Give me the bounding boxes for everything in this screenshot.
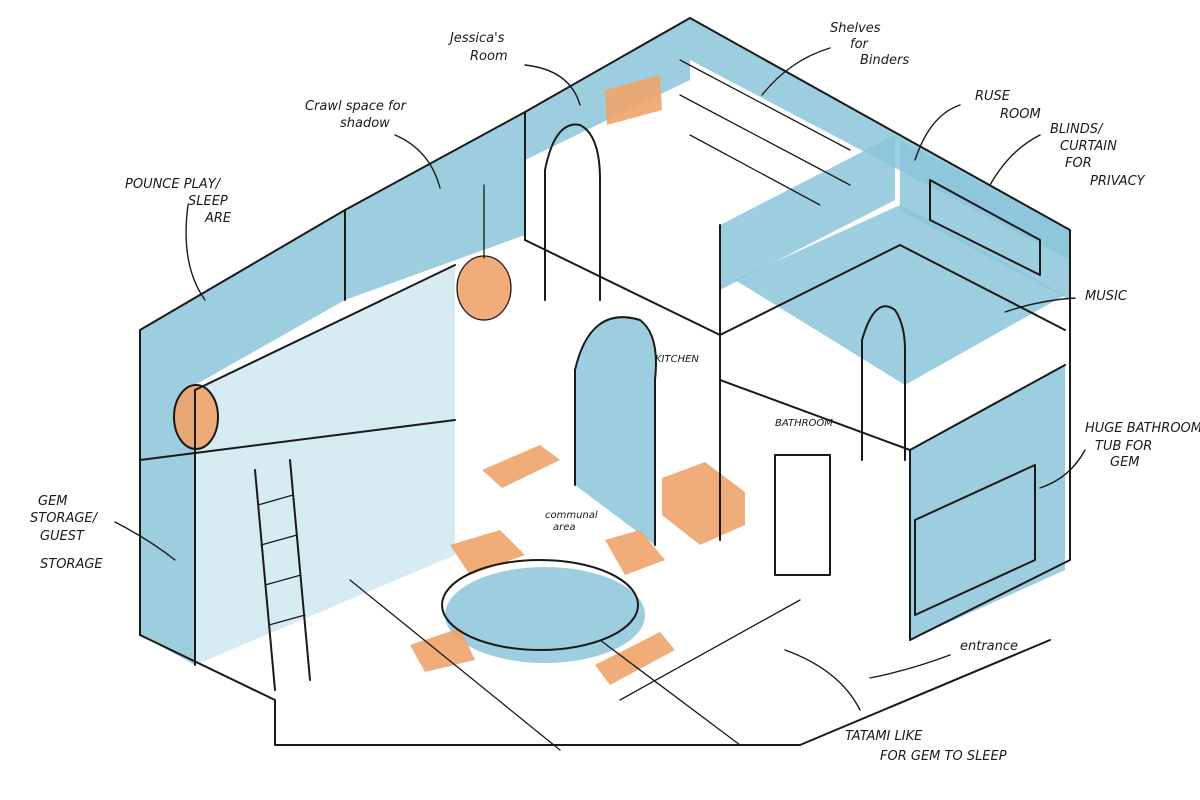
label-shelves-3: Binders [860, 53, 909, 68]
shelf-1 [679, 59, 851, 151]
label-jessica-1: Jessica's [447, 31, 505, 46]
label-bath-3: GEM [1110, 455, 1140, 470]
floor-cushion-front [410, 628, 475, 672]
ladder-rung-3 [264, 574, 302, 586]
label-pounce-1: POUNCE PLAY/ [125, 177, 222, 192]
kitchen-arch-outline [574, 316, 657, 546]
label-crawl-2: shadow [340, 116, 390, 131]
jessica-mirror [544, 123, 601, 301]
bathtub [914, 464, 1036, 616]
mezz-edge-left [524, 239, 721, 336]
floor-divider [349, 579, 561, 751]
roll-cushion [595, 632, 675, 685]
label-bathroom: BATHROOM [775, 418, 833, 429]
arrow-entrance [869, 654, 951, 679]
tatami-line-b [619, 599, 801, 701]
furniture-sketches [173, 59, 1041, 691]
label-pounce-2: SLEEP [188, 194, 228, 209]
arrow-crawl [394, 134, 441, 189]
floor-outline [139, 634, 1051, 746]
arrow-tatami [784, 649, 861, 711]
wall-fills [140, 18, 1070, 665]
storage-top-edge [194, 264, 456, 391]
label-entrance: entrance [960, 639, 1018, 654]
dining-table [441, 559, 639, 651]
arrow-bath [1039, 449, 1086, 489]
arrow-jessica [524, 64, 581, 106]
window-blinds [929, 179, 1041, 276]
pendant-lamp [457, 256, 511, 320]
table-shadow [445, 567, 645, 663]
arrow-blinds [989, 134, 1041, 186]
ladder-rung-2 [260, 534, 298, 546]
ruse-room-divider [720, 135, 895, 290]
mezz-edge-mid [719, 244, 901, 336]
back-wall-left [345, 112, 525, 300]
kitchen-arch [575, 317, 656, 545]
label-crawl-1: Crawl space for [305, 99, 408, 114]
ladder-rail-left [254, 469, 276, 691]
label-ruse-2: ROOM [1000, 107, 1041, 122]
label-communal-1: communal [545, 510, 598, 521]
structure-lines [139, 17, 1071, 751]
annotation-labels: POUNCE PLAY/ SLEEP ARE Crawl space for s… [30, 21, 1200, 764]
label-blinds-3: FOR [1065, 156, 1092, 171]
arrow-storage [114, 521, 176, 561]
label-storage-2: STORAGE/ [30, 511, 99, 526]
storage-mid-edge [139, 419, 456, 461]
label-tatami-2: FOR GEM TO SLEEP [880, 749, 1007, 764]
left-outer-wall [140, 210, 345, 665]
bath-top-right [909, 364, 1066, 451]
ladder-rung-1 [257, 494, 294, 506]
floor-cushion-left [450, 530, 525, 575]
label-jessica-2: Room [470, 49, 508, 64]
label-blinds-1: BLINDS/ [1050, 122, 1104, 137]
arrow-shelves [761, 47, 831, 96]
label-blinds-2: CURTAIN [1060, 139, 1117, 154]
tatami-line-a [599, 639, 741, 746]
pendant-lamp-outline [456, 255, 512, 321]
label-storage-1: GEM [38, 494, 68, 509]
arrow-pounce [185, 204, 206, 301]
bath-top [719, 379, 911, 451]
jessica-room-wall [525, 18, 690, 160]
annotation-arrows [114, 47, 1086, 711]
label-shelves-2: for [850, 37, 870, 52]
bathroom-door [774, 454, 831, 576]
label-shelves-1: Shelves [830, 21, 881, 36]
shelf-3 [689, 134, 821, 206]
ruse-floor [735, 205, 1065, 385]
label-storage-4: STORAGE [40, 557, 103, 572]
label-music: MUSIC [1085, 289, 1128, 304]
orange-accents [174, 75, 745, 685]
label-communal-2: area [553, 522, 576, 533]
label-kitchen: KITCHEN [655, 354, 699, 365]
ladder-rail-right [289, 459, 311, 681]
floor-cushion-right [605, 530, 665, 575]
storage-front-wall [195, 265, 455, 665]
label-pounce-3: ARE [204, 211, 232, 226]
jessica-window-accent [605, 75, 662, 125]
mezz-edge-right [899, 244, 1066, 331]
ruse-mirror [861, 305, 906, 461]
ruse-room-back-wall [900, 140, 1070, 300]
shelf-2 [679, 94, 851, 186]
label-bath-1: HUGE BATHROOM/ [1085, 421, 1200, 436]
arrow-ruse [914, 104, 961, 161]
floor-rug [482, 445, 560, 488]
round-window-frame [173, 384, 219, 450]
side-table [662, 462, 745, 545]
label-ruse-1: RUSE [975, 89, 1011, 104]
label-bath-2: TUB FOR [1095, 439, 1152, 454]
label-blinds-4: PRIVACY [1090, 174, 1146, 189]
label-tatami-1: TATAMI LIKE [845, 729, 923, 744]
label-storage-3: GUEST [40, 529, 85, 544]
ladder-rung-4 [268, 614, 306, 626]
bathroom-right-wall [910, 365, 1065, 640]
left-wall-outline [139, 17, 1071, 641]
arrow-music [1004, 297, 1076, 313]
